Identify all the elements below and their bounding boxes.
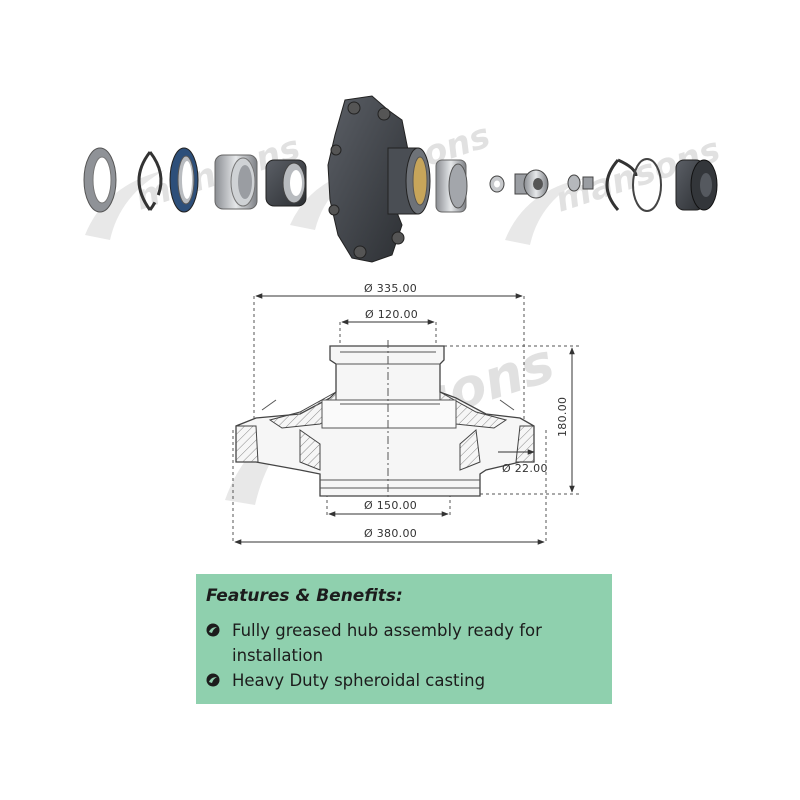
o-ring-part bbox=[632, 158, 662, 212]
hub-cap-part bbox=[675, 159, 718, 211]
hub-nut-part bbox=[514, 169, 549, 199]
lock-washer-part bbox=[567, 174, 594, 192]
dim-bottom-inner: Ø 150.00 bbox=[364, 499, 417, 512]
snap-ring-right-part bbox=[605, 158, 638, 211]
oil-seal-part bbox=[169, 147, 199, 213]
features-panel: Features & Benefits: Fully greased hub a… bbox=[196, 574, 612, 704]
watermark-swoosh-icon bbox=[85, 170, 165, 240]
dim-top-outer: Ø 335.00 bbox=[364, 282, 417, 295]
list-item: Heavy Duty spheroidal casting bbox=[204, 668, 604, 693]
list-item: Fully greased hub assembly ready for ins… bbox=[204, 618, 604, 668]
dimension-labels: Ø 335.00 Ø 120.00 180.00 Ø 22.00 Ø 150.0… bbox=[358, 281, 569, 540]
snap-ring-part bbox=[137, 151, 163, 211]
features-list: Fully greased hub assembly ready for ins… bbox=[204, 618, 604, 693]
seal-ring-part bbox=[83, 147, 117, 213]
outer-bearing-part bbox=[435, 159, 468, 213]
feature-text: Fully greased hub assembly ready for ins… bbox=[232, 621, 542, 665]
dim-bolt-hole: Ø 22.00 bbox=[502, 462, 548, 475]
dim-bottom-outer: Ø 380.00 bbox=[364, 527, 417, 540]
features-title: Features & Benefits: bbox=[206, 586, 403, 606]
watermark-swoosh-icon bbox=[290, 168, 365, 230]
washer-part bbox=[489, 175, 505, 193]
inner-bearing-part bbox=[265, 159, 307, 207]
swoosh-bullet-icon bbox=[206, 673, 220, 687]
technical-drawing bbox=[232, 293, 580, 545]
hub-section-outline bbox=[235, 340, 535, 500]
dim-height: 180.00 bbox=[556, 397, 569, 437]
hub-casting-part bbox=[327, 95, 431, 263]
watermark-swoosh-icon bbox=[505, 178, 585, 245]
exploded-parts bbox=[83, 95, 718, 263]
swoosh-bullet-icon bbox=[206, 623, 220, 637]
feature-text: Heavy Duty spheroidal casting bbox=[232, 671, 486, 690]
bearing-part bbox=[214, 154, 258, 210]
dim-top-inner: Ø 120.00 bbox=[365, 308, 418, 321]
